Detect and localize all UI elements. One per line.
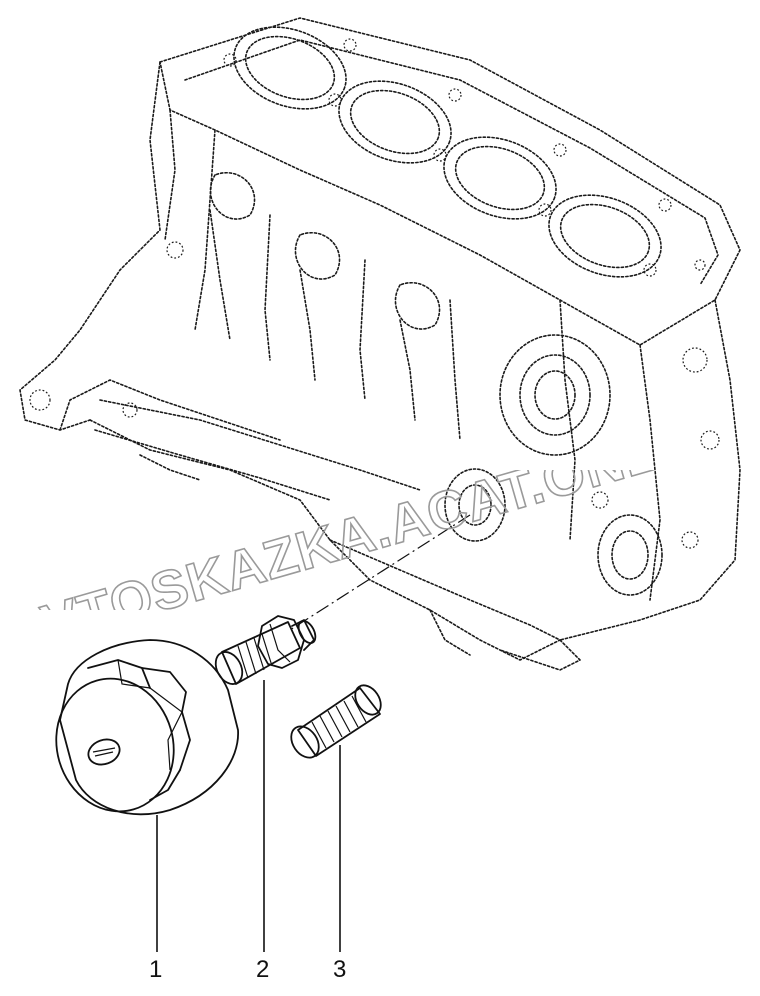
part-2-union-fitting (214, 615, 317, 685)
callout-label-3: 3 (333, 956, 347, 983)
callout-label-1: 1 (149, 956, 163, 983)
part-3-threaded-nipple (290, 684, 382, 759)
engine-block (19, 17, 741, 671)
part-1-oil-filter (55, 639, 239, 816)
callout-label-2: 2 (256, 956, 270, 983)
assembly-centerline (289, 514, 471, 631)
